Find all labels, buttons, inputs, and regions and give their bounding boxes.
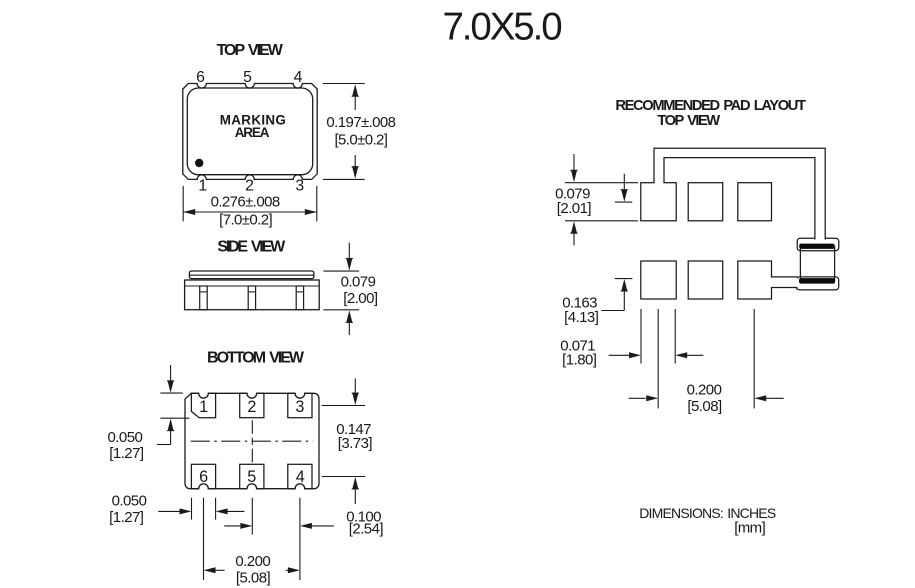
svg-text:2: 2 — [245, 178, 254, 195]
svg-text:[1.27]: [1.27] — [109, 445, 144, 462]
svg-text:BOTTOM VIEW: BOTTOM VIEW — [207, 350, 305, 367]
svg-text:0.197±.008: 0.197±.008 — [326, 114, 395, 131]
svg-text:[mm]: [mm] — [734, 520, 765, 537]
svg-text:RECOMMENDED PAD LAYOUT: RECOMMENDED PAD LAYOUT — [615, 98, 806, 114]
svg-text:0.276±.008: 0.276±.008 — [211, 194, 280, 211]
svg-text:0.079: 0.079 — [555, 186, 590, 203]
svg-text:0.200: 0.200 — [687, 382, 722, 399]
svg-text:[2.54]: [2.54] — [349, 521, 384, 538]
svg-text:3: 3 — [295, 398, 304, 416]
svg-text:[1.80]: [1.80] — [562, 352, 597, 369]
svg-text:0.050: 0.050 — [112, 493, 147, 510]
svg-text:[2.00]: [2.00] — [343, 290, 378, 307]
svg-text:6: 6 — [196, 69, 205, 86]
svg-text:1: 1 — [198, 178, 207, 195]
svg-text:0.163: 0.163 — [562, 295, 597, 312]
svg-text:4: 4 — [296, 468, 305, 486]
svg-text:TOP VIEW: TOP VIEW — [657, 113, 720, 129]
svg-text:0.100: 0.100 — [346, 508, 381, 525]
svg-text:4: 4 — [294, 69, 303, 86]
svg-text:0.050: 0.050 — [108, 429, 143, 446]
svg-text:2: 2 — [247, 398, 256, 416]
svg-text:5: 5 — [247, 468, 256, 486]
svg-text:[1.27]: [1.27] — [109, 509, 144, 526]
svg-text:DIMENSIONS: INCHES: DIMENSIONS: INCHES — [639, 505, 776, 521]
svg-text:0.200: 0.200 — [235, 553, 270, 570]
svg-text:7.0X5.0: 7.0X5.0 — [442, 6, 561, 49]
svg-text:3: 3 — [295, 178, 304, 195]
svg-text:[5.08]: [5.08] — [687, 398, 722, 415]
svg-text:[7.0±0.2]: [7.0±0.2] — [219, 212, 272, 229]
svg-text:[5.08]: [5.08] — [236, 570, 271, 587]
svg-text:0.079: 0.079 — [341, 274, 376, 291]
svg-text:AREA: AREA — [235, 125, 270, 140]
svg-text:0.147: 0.147 — [336, 421, 371, 438]
svg-text:[2.01]: [2.01] — [557, 200, 592, 217]
svg-text:1: 1 — [199, 398, 208, 416]
svg-text:6: 6 — [199, 468, 208, 486]
svg-text:[5.0±0.2]: [5.0±0.2] — [334, 132, 387, 149]
svg-text:[3.73]: [3.73] — [338, 435, 373, 452]
svg-text:MARKING: MARKING — [220, 113, 286, 128]
svg-text:TOP VIEW: TOP VIEW — [217, 42, 284, 59]
svg-text:SIDE VIEW: SIDE VIEW — [217, 238, 286, 255]
svg-text:0.071: 0.071 — [560, 337, 595, 354]
svg-text:[4.13]: [4.13] — [564, 309, 599, 326]
svg-text:5: 5 — [243, 69, 252, 86]
